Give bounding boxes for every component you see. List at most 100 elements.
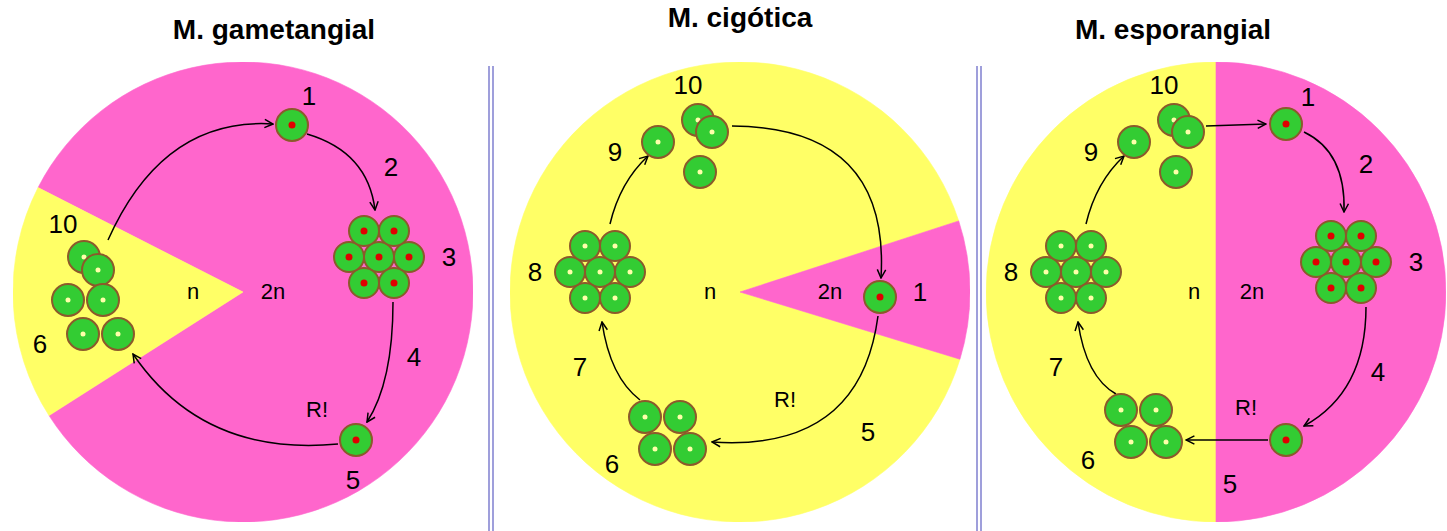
cell-nucleus	[583, 244, 588, 249]
cell-body	[349, 268, 379, 298]
panel-separator	[976, 66, 978, 531]
panel-separator	[980, 66, 982, 531]
cell-nucleus	[1283, 121, 1290, 128]
region-fill	[510, 62, 960, 522]
cell-nucleus	[656, 140, 661, 145]
cell	[349, 216, 379, 246]
cell	[629, 401, 661, 433]
cell-body	[696, 116, 728, 148]
cell-body	[1346, 273, 1376, 303]
cell-nucleus	[698, 170, 703, 175]
callout-number: 2	[384, 153, 398, 181]
cell-nucleus	[101, 298, 106, 303]
panel-title: M. gametangial	[4, 14, 544, 46]
cycle-arrow	[1186, 439, 1268, 441]
cell-body	[1331, 247, 1361, 277]
cell	[1061, 257, 1091, 287]
callout-number: 4	[1371, 358, 1385, 386]
cell	[349, 268, 379, 298]
ploidy-label: n	[1188, 280, 1200, 304]
cell-nucleus	[1074, 270, 1079, 275]
cell-body	[1118, 126, 1150, 158]
cell-body	[1115, 426, 1147, 458]
cell-nucleus	[1358, 284, 1365, 291]
cell	[1046, 231, 1076, 261]
callout-number: R!	[1235, 394, 1257, 422]
region-fill	[740, 221, 970, 359]
cell-body	[1172, 116, 1204, 148]
cell	[1270, 424, 1302, 456]
cell	[1150, 426, 1182, 458]
cycle-arrow	[1304, 307, 1366, 426]
cell	[684, 156, 716, 188]
cell	[87, 284, 119, 316]
cell-body	[1316, 273, 1346, 303]
cell-nucleus	[1104, 270, 1109, 275]
cell-body	[1140, 394, 1172, 426]
cell-nucleus	[353, 437, 360, 444]
cell	[1118, 126, 1150, 158]
ploidy-label: n	[704, 280, 716, 304]
cycle-arrow	[108, 124, 273, 240]
cell-body	[1076, 231, 1106, 261]
panel-separator	[492, 66, 494, 531]
cell-body	[1301, 247, 1331, 277]
cell-body	[1361, 247, 1391, 277]
cell	[1105, 394, 1137, 426]
cell-body	[1150, 426, 1182, 458]
cell-body	[639, 433, 671, 465]
cell	[1361, 247, 1391, 277]
cell-nucleus	[289, 122, 296, 129]
cell	[1346, 221, 1376, 251]
callout-number: 9	[608, 138, 622, 166]
life-cycle-panel: 2nnM. gametangial	[13, 62, 473, 522]
cell	[1140, 394, 1172, 426]
cell-nucleus	[1164, 440, 1169, 445]
cell-nucleus	[710, 130, 715, 135]
cycle-arrow	[133, 354, 338, 445]
cell	[1091, 257, 1121, 287]
cell-illustration	[13, 62, 473, 522]
cycle-arrow	[712, 316, 878, 443]
cell-nucleus	[643, 415, 648, 420]
cell	[52, 284, 84, 316]
cell-nucleus	[1089, 295, 1094, 300]
cell	[1316, 221, 1346, 251]
cell-body	[67, 318, 99, 350]
cell	[379, 268, 409, 298]
cell-nucleus	[96, 268, 101, 273]
cell	[642, 126, 674, 158]
cell-body	[379, 268, 409, 298]
cell-body	[570, 231, 600, 261]
cell	[82, 254, 114, 286]
cell	[276, 109, 308, 141]
region-fill	[13, 188, 243, 416]
callout-number: 10	[49, 210, 78, 238]
cell-nucleus	[598, 270, 603, 275]
cell-nucleus	[1132, 140, 1137, 145]
cell-nucleus	[568, 270, 573, 275]
cell-body	[864, 281, 896, 313]
cell	[555, 257, 585, 287]
cell-body	[1046, 231, 1076, 261]
cell-body	[615, 257, 645, 287]
cell	[600, 283, 630, 313]
cell-body	[364, 242, 394, 272]
cell-nucleus	[613, 244, 618, 249]
callout-number: 9	[1084, 138, 1098, 166]
cell-nucleus	[116, 332, 121, 337]
cell	[1076, 283, 1106, 313]
cell-nucleus	[1129, 440, 1134, 445]
cell-body	[394, 242, 424, 272]
cycle-arrow	[1078, 322, 1116, 394]
cell	[1301, 247, 1331, 277]
cell-body	[276, 109, 308, 141]
region-fill	[986, 62, 1216, 522]
cell-nucleus	[1328, 284, 1335, 291]
cycle-arrow	[602, 322, 640, 400]
cell-nucleus	[583, 295, 588, 300]
cell-body	[52, 284, 84, 316]
callout-number: 7	[573, 353, 587, 381]
cell	[570, 283, 600, 313]
